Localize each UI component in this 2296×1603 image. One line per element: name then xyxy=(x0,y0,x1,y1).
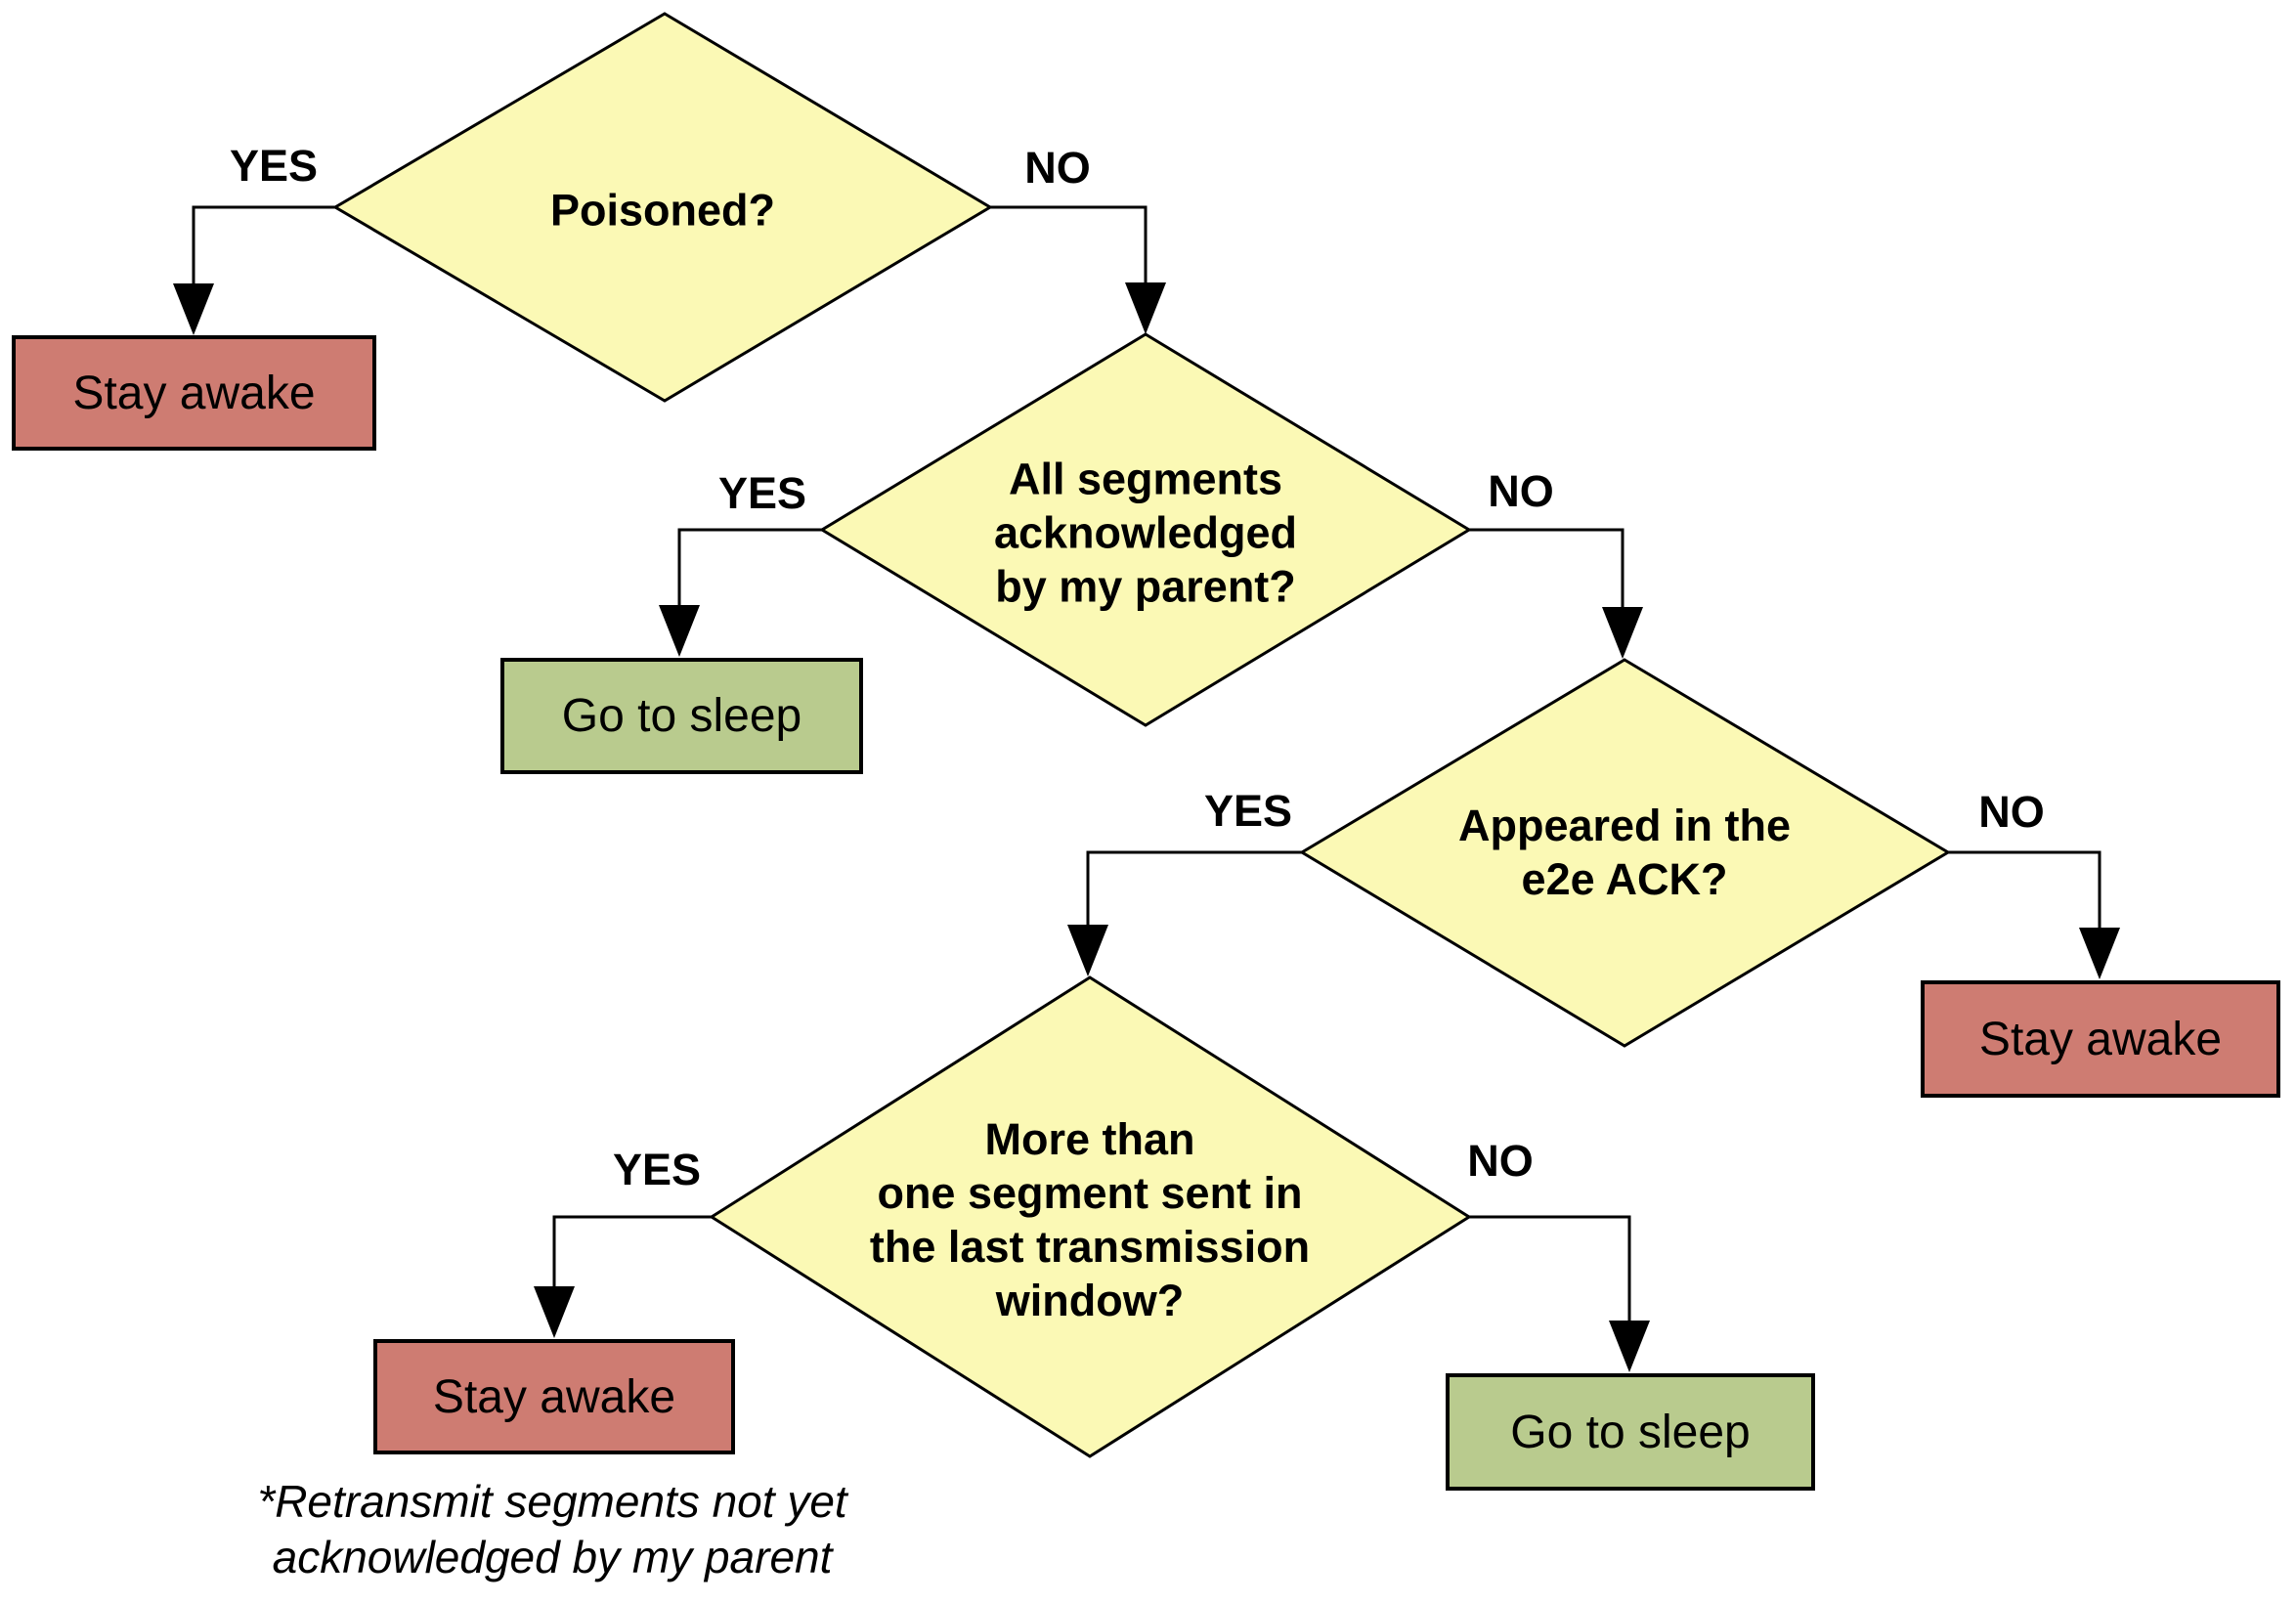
terminal-label: Go to sleep xyxy=(1510,1406,1751,1458)
arrowhead-icon xyxy=(173,283,214,335)
terminal-label: Stay awake xyxy=(72,367,316,419)
edge-label-yes-1: YES xyxy=(229,141,319,191)
edge-label-yes-3: YES xyxy=(1203,786,1293,836)
decision-label-transmission-window: More than one segment sent in the last t… xyxy=(869,1114,1311,1325)
terminal-go-to-sleep-1: Go to sleep xyxy=(500,658,863,774)
arrowhead-icon xyxy=(2079,928,2120,979)
terminal-stay-awake-1: Stay awake xyxy=(12,335,376,451)
edge-label-no-1: NO xyxy=(1024,143,1091,193)
decision-diamond-e2e-ack xyxy=(1299,658,1951,1048)
connector-e2eack-yes xyxy=(1086,850,1302,931)
decision-label-e2e-ack: Appeared in the e2e ACK? xyxy=(1457,801,1792,904)
edge-label-yes-4: YES xyxy=(612,1145,702,1194)
edge-label-no-4: NO xyxy=(1467,1136,1534,1186)
decision-diamond-all-segments-acked xyxy=(819,332,1472,727)
edge-label-no-3: NO xyxy=(1978,787,2045,837)
connector-window-no xyxy=(1469,1215,1631,1324)
terminal-label: Go to sleep xyxy=(561,690,802,742)
connector-allsegments-no xyxy=(1469,528,1625,614)
decision-label-all-segments-acked: All segments acknowledged by my parent? xyxy=(993,454,1298,612)
arrowhead-icon xyxy=(534,1286,575,1338)
connector-poisoned-yes xyxy=(192,205,335,288)
terminal-label: Stay awake xyxy=(1978,1013,2223,1065)
arrowhead-icon xyxy=(1125,282,1166,334)
arrowhead-icon xyxy=(1602,607,1643,659)
decision-diamond-poisoned xyxy=(332,12,993,403)
arrowhead-icon xyxy=(1609,1321,1650,1372)
terminal-stay-awake-2: Stay awake xyxy=(1921,980,2280,1098)
edge-label-no-2: NO xyxy=(1488,466,1554,516)
connector-window-yes xyxy=(552,1215,712,1290)
connector-poisoned-no xyxy=(990,205,1148,288)
arrowhead-icon xyxy=(659,605,700,657)
footnote: *Retransmit segments not yet acknowledge… xyxy=(257,1476,847,1582)
connector-e2eack-no xyxy=(1948,850,2101,933)
connector-allsegments-yes xyxy=(677,528,822,611)
decision-diamond-transmission-window xyxy=(709,975,1472,1458)
edge-label-yes-2: YES xyxy=(717,468,807,518)
decision-label-poisoned: Poisoned? xyxy=(549,185,775,236)
terminal-stay-awake-3: Stay awake xyxy=(373,1339,735,1454)
terminal-label: Stay awake xyxy=(432,1370,676,1423)
arrowhead-icon xyxy=(1067,925,1108,976)
terminal-go-to-sleep-2: Go to sleep xyxy=(1446,1373,1815,1491)
